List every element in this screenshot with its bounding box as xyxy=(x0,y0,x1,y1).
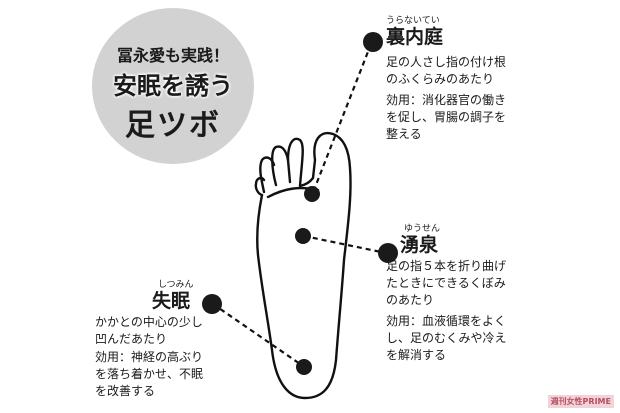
point-name: 裏内庭 xyxy=(386,26,444,48)
point-location: 足の指５本を折り曲げ たときにできるくぼみ のあたり xyxy=(386,259,507,307)
point-label-shitsumin: しつみん 失眠 かかとの中心の少し 凹んだあたり 効用：神経の高ぶり を落ち着か… xyxy=(95,280,203,400)
point-effect: 効用：血液循環をよく し、足のむくみや冷え を解消する xyxy=(386,314,507,362)
point-dot-yusen-foot xyxy=(295,228,311,244)
ruby-text: ゆうせん xyxy=(404,224,441,234)
leader-line-yusen xyxy=(303,234,387,255)
title-badge: 冨永愛も実践！ 安眠を誘う 足ツボ xyxy=(92,8,254,164)
label-dot-uranaitei xyxy=(363,32,383,52)
badge-title: 安眠を誘う xyxy=(113,72,233,100)
watermark-logo: 週刊女性PRIME xyxy=(547,395,614,408)
ruby-text: うらないてい xyxy=(386,16,440,26)
point-effect: 効用：消化器官の働き を促し、胃腸の調子を 整える xyxy=(386,93,507,141)
point-name: 湧泉 xyxy=(400,234,439,256)
point-effect: 効用：神経の高ぶり を落ち着かせ、不眠 を改善する xyxy=(95,350,204,398)
badge-subtitle: 冨永愛も実践！ xyxy=(116,46,229,65)
label-dot-yusen xyxy=(378,243,398,263)
ruby-text: しつみん xyxy=(158,280,194,290)
point-dot-shitsumin-foot xyxy=(296,359,312,375)
foot-outline-icon xyxy=(256,131,352,400)
point-label-yusen: ゆうせん 湧泉 足の指５本を折り曲げ たときにできるくぼみ のあたり 効用：血液… xyxy=(386,224,506,364)
point-location: かかとの中心の少し 凹んだあたり xyxy=(95,315,203,346)
point-name: 失眠 xyxy=(152,290,191,312)
leader-line-shitsumin xyxy=(212,303,304,367)
badge-main: 足ツボ xyxy=(125,108,221,143)
point-dot-uranaitei xyxy=(304,186,320,202)
point-label-uranaitei: うらないてい 裏内庭 足の人さし指の付け根 のふくらみのあたり 効用：消化器官の… xyxy=(386,16,506,143)
leader-line-uranaitei xyxy=(312,43,373,191)
label-dot-shitsumin xyxy=(202,294,222,314)
point-location: 足の人さし指の付け根 のふくらみのあたり xyxy=(386,55,507,86)
